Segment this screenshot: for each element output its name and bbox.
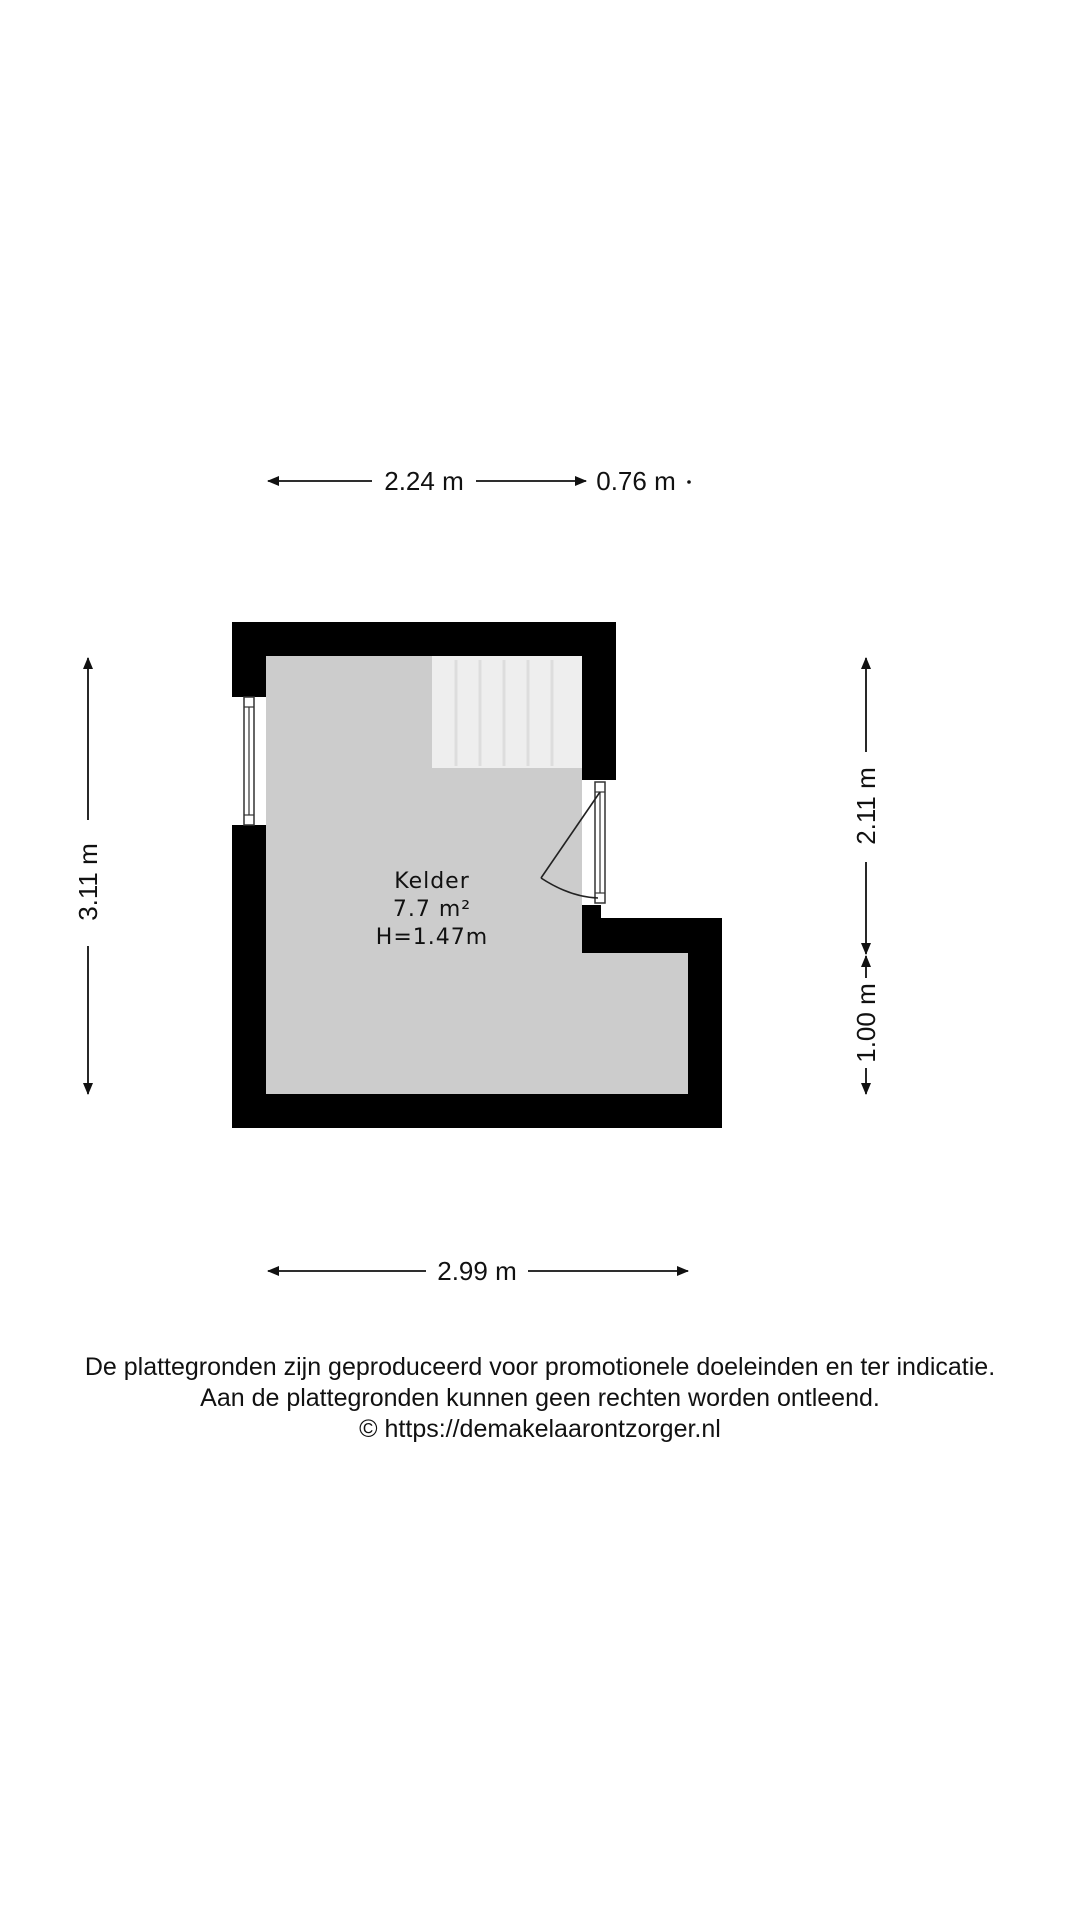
disclaimer: De plattegronden zijn geproduceerd voor … [0,1352,1080,1445]
room-area: 7.7 m² [393,897,471,922]
window-left [232,696,266,826]
door [540,780,616,905]
stairs [432,656,582,768]
disclaimer-line-3: © https://demakelaarontzorger.nl [359,1415,721,1443]
dimension-left: 3.11 m [73,657,103,1095]
dimension-bottom: 2.99 m [267,1256,689,1286]
dimension-top-left: 2.24 m [267,466,587,496]
dimension-label-bottom: 2.99 m [437,1256,517,1286]
dimension-label-right-lower: 1.00 m [851,983,881,1063]
disclaimer-line-1: De plattegronden zijn geproduceerd voor … [84,1353,996,1381]
dimension-right-upper: 2.11 m [851,657,881,955]
room-floor [266,656,688,1094]
dimension-label-top-left: 2.24 m [384,466,464,496]
room-height: H=1.47m [376,925,488,950]
dimension-label-right-upper: 2.11 m [851,767,881,845]
dimension-top-right: 0.76 m [596,466,691,496]
room-name: Kelder [394,869,470,894]
disclaimer-line-2: Aan de plattegronden kunnen geen rechten… [200,1384,880,1412]
dimension-right-lower: 1.00 m [851,955,881,1095]
dimension-label-left: 3.11 m [73,843,103,921]
dimension-label-top-right: 0.76 m [596,466,676,496]
